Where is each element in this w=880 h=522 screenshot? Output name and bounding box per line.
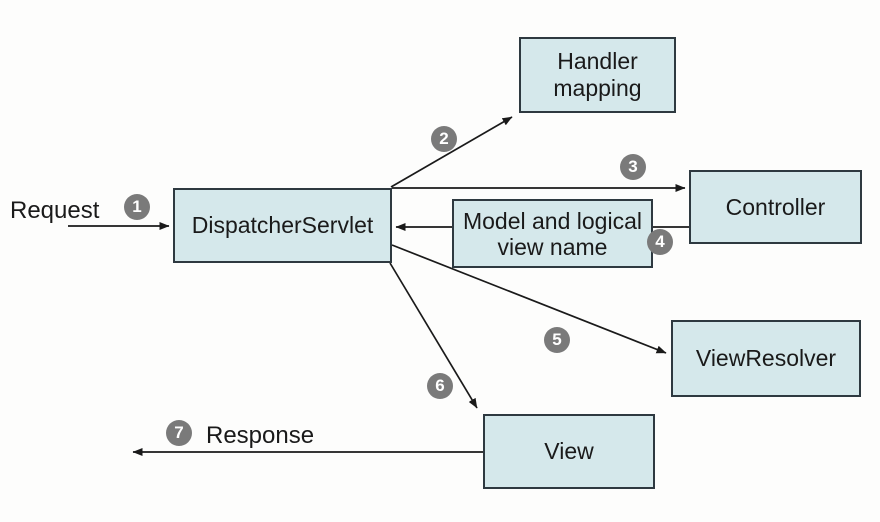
request-label: Request [10, 197, 100, 224]
node-model-logical-view: Model and logical view name [452, 199, 653, 268]
response-label: Response [206, 422, 315, 449]
node-view-resolver-label: ViewResolver [695, 345, 837, 371]
step-badge-2: 2 [431, 126, 457, 152]
step-badge-1: 1 [124, 194, 150, 220]
step-badge-3: 3 [620, 154, 646, 180]
node-view-label: View [544, 438, 594, 464]
node-view-resolver: ViewResolver [671, 320, 861, 397]
node-controller-label: Controller [725, 193, 826, 220]
step-badge-4: 4 [647, 229, 673, 255]
node-dispatcher-servlet: DispatcherServlet [173, 188, 392, 263]
step-badge-7: 7 [166, 420, 192, 446]
arrow-2-dispatcher-to-handler-mapping [390, 116, 513, 188]
step-badge-5: 5 [544, 327, 570, 353]
node-handler-mapping-label: Handler mapping [553, 48, 642, 101]
node-controller: Controller [689, 170, 862, 244]
node-view: View [483, 414, 655, 489]
node-handler-mapping: Handler mapping [519, 37, 676, 113]
step-badge-6: 6 [427, 373, 453, 399]
node-dispatcher-servlet-label: DispatcherServlet [191, 212, 374, 238]
arrow-5-dispatcher-to-view-resolver [391, 244, 667, 354]
node-model-logical-view-label: Model and logical view name [462, 207, 642, 260]
arrow-6-dispatcher-to-view [389, 262, 478, 409]
